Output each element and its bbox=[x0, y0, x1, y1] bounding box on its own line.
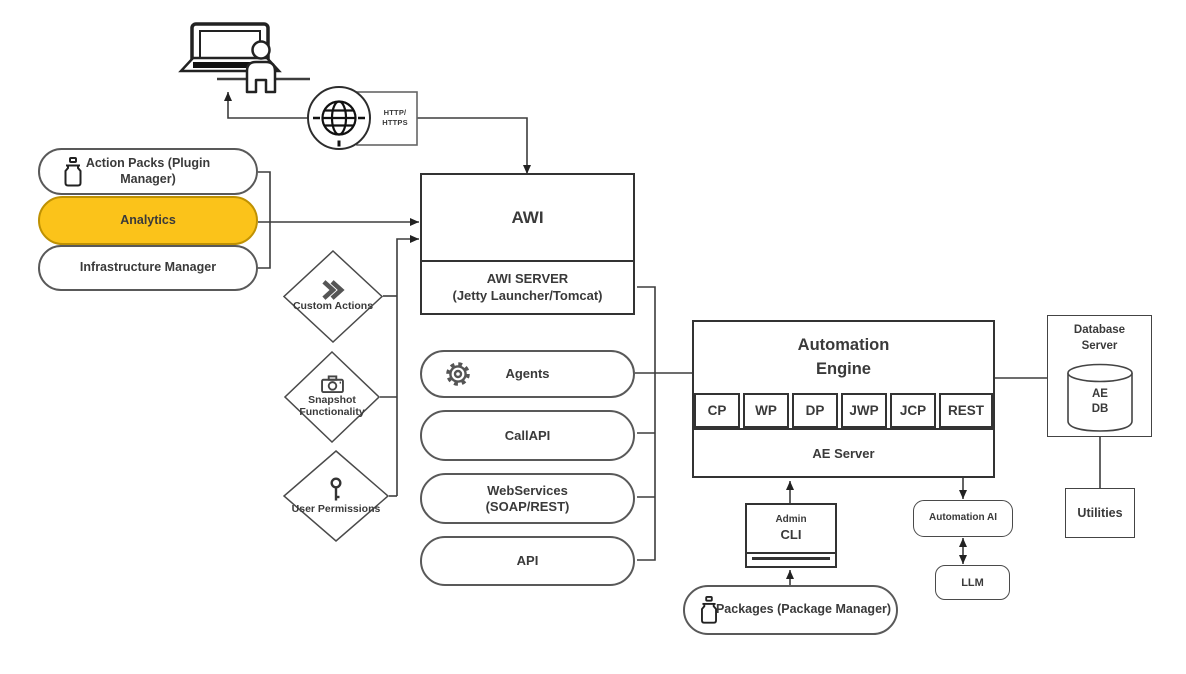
package-icon bbox=[701, 595, 717, 624]
automation-engine-box: Automation Engine CP WP DP JWP JCP REST … bbox=[692, 320, 995, 478]
globe-icon bbox=[313, 100, 365, 147]
interface-label: CallAPI bbox=[504, 427, 551, 443]
module-label: Infrastructure Manager bbox=[79, 260, 217, 275]
interface-label: API bbox=[516, 553, 539, 569]
module-label: Analytics bbox=[120, 212, 176, 227]
process-cell-cp: CP bbox=[694, 393, 740, 428]
process-cell-jcp: JCP bbox=[890, 393, 936, 428]
package-icon bbox=[64, 156, 82, 186]
interface-agents: Agents bbox=[420, 350, 635, 398]
database-server-title: Database Server bbox=[1073, 324, 1126, 352]
awi-box: AWI AWI SERVER (Jetty Launcher/Tomcat) bbox=[420, 173, 635, 315]
interface-webservices: WebServices (SOAP/REST) bbox=[420, 473, 635, 524]
utilities-box: Utilities bbox=[1065, 488, 1135, 538]
feature-custom-actions: Custom Actions bbox=[283, 250, 383, 343]
feature-label: Snapshot Functionality bbox=[299, 394, 365, 418]
admin-label: Admin bbox=[775, 514, 807, 525]
gear-icon bbox=[446, 362, 470, 386]
database-server-box: Database Server bbox=[1047, 315, 1152, 437]
interface-callapi: CallAPI bbox=[420, 410, 635, 461]
http-gateway-label: HTTP/ HTTPS bbox=[372, 98, 418, 138]
cli-label: CLI bbox=[780, 527, 802, 542]
module-action-packs: Action Packs (Plugin Manager) bbox=[38, 148, 258, 195]
awi-title: AWI bbox=[422, 175, 633, 262]
admin-cli-box: Admin CLI bbox=[745, 503, 837, 568]
interface-api: API bbox=[420, 536, 635, 586]
automation-ai-label: Automation AI bbox=[929, 512, 997, 524]
user-icon bbox=[245, 40, 277, 94]
ae-server-label: AE Server bbox=[694, 428, 993, 476]
feature-label: Custom Actions bbox=[292, 300, 374, 313]
module-label: Action Packs (Plugin Manager) bbox=[85, 156, 211, 186]
interface-label: Agents bbox=[505, 366, 550, 382]
process-row: CP WP DP JWP JCP REST bbox=[694, 393, 993, 428]
automation-ai-box: Automation AI bbox=[913, 500, 1013, 537]
http-line2: HTTPS bbox=[382, 118, 408, 127]
feature-label: User Permissions bbox=[291, 502, 381, 515]
module-analytics: Analytics bbox=[38, 196, 258, 245]
interface-label: WebServices (SOAP/REST) bbox=[485, 482, 570, 514]
process-cell-jwp: JWP bbox=[841, 393, 887, 428]
double-chevron-icon bbox=[322, 280, 345, 301]
camera-icon bbox=[320, 375, 344, 394]
packages-label: Packages (Package Manager) bbox=[715, 602, 892, 617]
awi-server-title: AWI SERVER bbox=[486, 271, 569, 287]
llm-box: LLM bbox=[935, 565, 1010, 600]
http-gateway-shape bbox=[307, 86, 418, 150]
ae-db-label: AE DB bbox=[1091, 388, 1109, 415]
http-line1: HTTP/ bbox=[383, 107, 407, 117]
module-infrastructure-manager: Infrastructure Manager bbox=[38, 245, 258, 291]
process-cell-rest: REST bbox=[939, 393, 993, 428]
connectors bbox=[217, 77, 1101, 585]
feature-user-permissions: User Permissions bbox=[283, 450, 389, 542]
database-cylinder-icon bbox=[1067, 363, 1133, 432]
process-cell-wp: WP bbox=[743, 393, 789, 428]
awi-server-subtitle: (Jetty Launcher/Tomcat) bbox=[452, 287, 603, 303]
process-cell-dp: DP bbox=[792, 393, 838, 428]
automation-engine-title: Automation Engine bbox=[797, 335, 890, 378]
packages-pill: Packages (Package Manager) bbox=[683, 585, 898, 635]
feature-snapshot-functionality: Snapshot Functionality bbox=[284, 351, 380, 443]
cli-terminal-bar bbox=[747, 552, 835, 566]
key-icon bbox=[330, 477, 342, 501]
